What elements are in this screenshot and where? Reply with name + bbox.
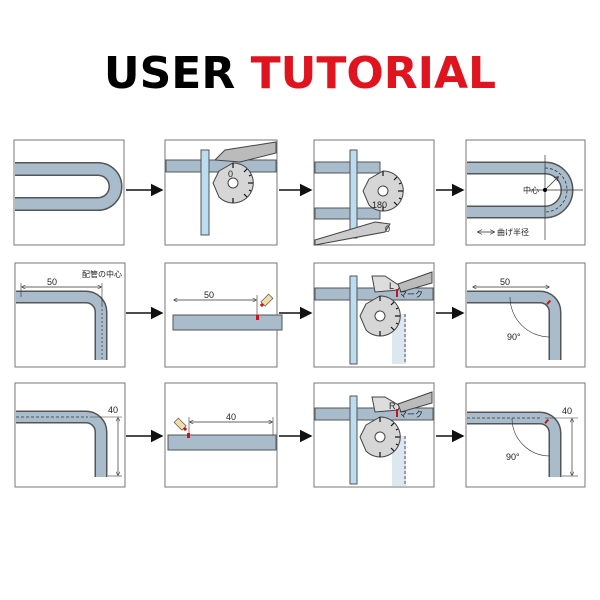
panel-measure-40: 40	[14, 382, 126, 488]
angle-90-label-2: 90°	[506, 452, 520, 462]
pipe-center-label: 配管の中心	[82, 269, 122, 279]
panel-mark-40: 40	[164, 382, 278, 488]
dial-180-label: 180	[372, 200, 387, 210]
center-label: 中心	[523, 185, 539, 195]
panel-u-bend	[13, 139, 125, 246]
dial-zero-label: 0	[228, 169, 233, 179]
length-40-label: 40	[108, 405, 118, 415]
panel-bender-left: L マーク	[313, 262, 435, 368]
panel-bender-180: 180 0	[313, 139, 435, 246]
panel-bent-90-a: 50 90°	[465, 262, 586, 368]
bend-radius-label: 曲げ半径	[497, 227, 529, 237]
mark-label: マーク	[399, 290, 423, 299]
length-50-label-3: 50	[500, 277, 510, 287]
side-l-label: L	[389, 281, 394, 291]
panel-bender-start: 0	[164, 139, 278, 246]
flow-arrows	[126, 183, 465, 443]
length-50-label-2: 50	[204, 290, 214, 300]
length-50-label: 50	[47, 277, 57, 287]
marker-pen-icon	[259, 293, 274, 308]
length-40-label-2: 40	[226, 412, 236, 422]
panel-bend-radius: 中心 曲げ半径	[465, 139, 586, 246]
panel-bender-right: R マーク	[313, 382, 435, 488]
mark-label-2: マーク	[399, 410, 423, 419]
angle-90-label: 90°	[507, 332, 521, 342]
title-tutorial: TUTORIAL	[250, 48, 497, 99]
panel-bent-90-b: 40 90°	[465, 382, 586, 488]
side-r-label: R	[389, 401, 396, 411]
page-title: USER TUTORIAL	[0, 48, 600, 99]
panel-measure-50: 50 配管の中心	[14, 262, 126, 368]
lever-zero-label: 0	[385, 224, 390, 234]
panel-mark-50: 50	[164, 262, 283, 368]
title-user: USER	[103, 48, 236, 99]
length-40-label-3: 40	[562, 406, 572, 416]
